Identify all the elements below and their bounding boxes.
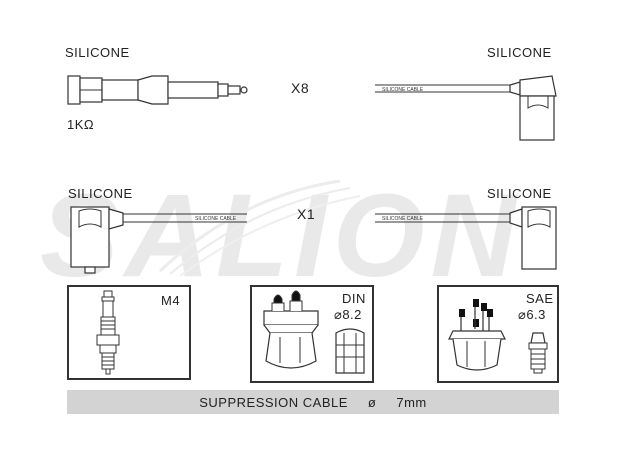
sae-size: ⌀6.3 bbox=[518, 307, 546, 322]
din-terminal-box: DIN ⌀8.2 bbox=[250, 285, 374, 383]
din-distributor-cap-icon bbox=[263, 290, 319, 369]
straight-connector-top bbox=[67, 75, 248, 105]
mid-left-label: SILICONE bbox=[68, 186, 133, 201]
cable-print-mid-right: SILICONE CABLE bbox=[382, 216, 424, 222]
cable-print-mid-left: SILICONE CABLE bbox=[195, 216, 237, 222]
sae-terminal-icon bbox=[528, 332, 548, 374]
cable-diameter: 7mm bbox=[396, 394, 427, 410]
cable-print-top: SILICONE CABLE bbox=[382, 87, 424, 93]
m4-terminal-box: M4 bbox=[67, 285, 191, 380]
resistance-label: 1KΩ bbox=[67, 117, 95, 132]
sae-distributor-cap-icon bbox=[448, 299, 506, 371]
top-right-label: SILICONE bbox=[487, 45, 552, 60]
mid-multiplier: X1 bbox=[297, 206, 316, 222]
top-left-label: SILICONE bbox=[65, 45, 130, 60]
footer-text: SUPPRESSION CABLE bbox=[199, 394, 348, 410]
din-size: ⌀8.2 bbox=[334, 307, 362, 322]
sae-terminal-box: SAE ⌀6.3 bbox=[437, 285, 559, 383]
din-boot-icon bbox=[335, 328, 365, 374]
mid-right-label: SILICONE bbox=[487, 186, 552, 201]
din-label: DIN bbox=[342, 291, 366, 306]
m4-label: M4 bbox=[161, 293, 181, 308]
m4-spark-plug-icon bbox=[96, 290, 120, 375]
top-multiplier: X8 bbox=[291, 80, 310, 96]
sae-label: SAE bbox=[526, 291, 554, 306]
diameter-symbol: ø bbox=[367, 394, 377, 410]
angled-connector-top: SILICONE CABLE bbox=[375, 75, 557, 141]
angled-connector-mid-left: SILICONE CABLE bbox=[70, 206, 247, 274]
angled-connector-mid-right: SILICONE CABLE bbox=[375, 206, 557, 270]
suppression-cable-bar: SUPPRESSION CABLE ø 7mm bbox=[67, 390, 559, 414]
